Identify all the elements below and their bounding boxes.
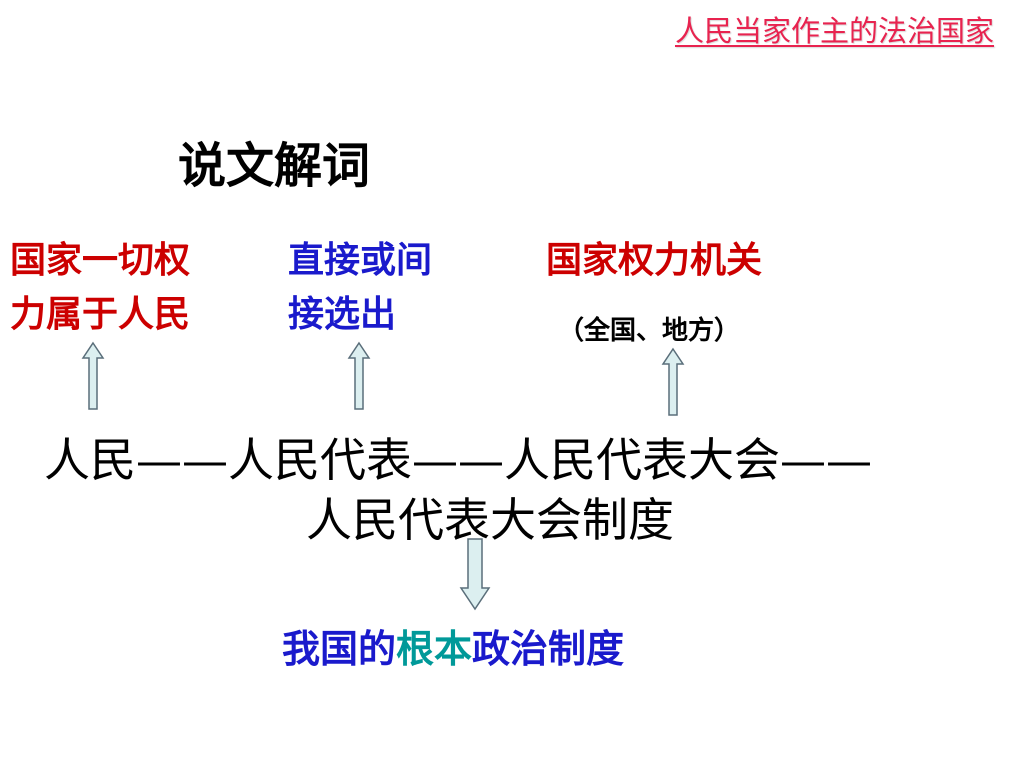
conclusion: 我国的根本政治制度 — [282, 618, 624, 673]
arrow-up-representative — [347, 341, 371, 410]
conclusion-part2: 政治制度 — [472, 627, 625, 671]
conclusion-part1: 我国的 — [282, 627, 397, 671]
arrow-up-people — [81, 341, 105, 410]
meaning-elected-line1: 直接或间 — [288, 240, 433, 281]
chain-line-1: 人民——人民代表——人民代表大会—— — [44, 433, 872, 487]
meaning-people-power: 国家一切权 力属于人民 — [10, 234, 190, 342]
conclusion-highlight: 根本 — [396, 627, 473, 671]
chain-line-2: 人民代表大会制度 — [306, 493, 674, 547]
meaning-power-organ: 国家权力机关 — [546, 240, 763, 281]
meaning-elected-line2: 接选出 — [288, 294, 397, 335]
section-title: 说文解词 — [178, 138, 371, 194]
arrow-down-system — [459, 538, 491, 611]
meaning-power-organ-subtitle: （全国、地方） — [558, 316, 741, 346]
meaning-elected: 直接或间 接选出 — [288, 234, 432, 342]
meaning-people-power-line2: 力属于人民 — [10, 294, 191, 335]
meaning-people-power-line1: 国家一切权 — [10, 240, 191, 281]
arrow-up-congress — [661, 347, 685, 416]
header-title: 人民当家作主的法治国家 — [674, 14, 994, 48]
